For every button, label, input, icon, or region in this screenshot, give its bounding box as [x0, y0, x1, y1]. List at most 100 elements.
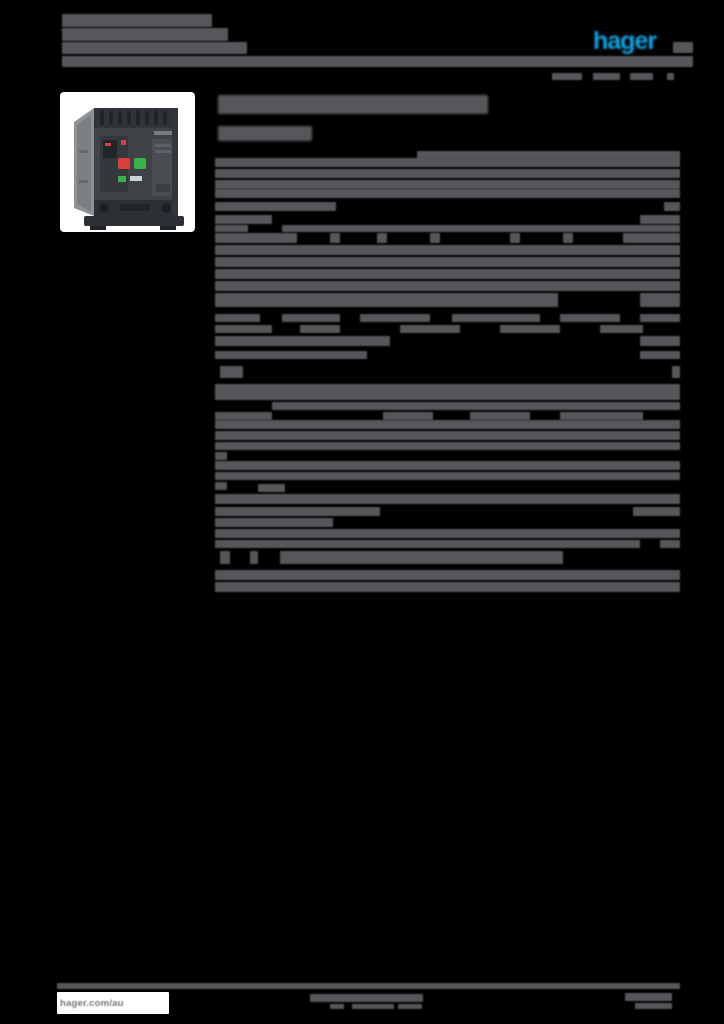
breaker-status-flag: [118, 176, 126, 182]
redacted-table-line: [215, 442, 680, 450]
redacted-logo-mark-line: [673, 42, 693, 53]
redacted-body-line: [215, 245, 680, 255]
hager-logo: hager: [593, 29, 679, 54]
breaker-bolt: [99, 203, 109, 213]
redacted-table-line: [220, 551, 230, 564]
redacted-table-line: [215, 384, 680, 400]
footer-website-link[interactable]: hager.com/au: [57, 992, 169, 1014]
redacted-title-line: [218, 95, 488, 114]
redacted-tagline-line: [552, 73, 582, 80]
breaker-pilot-light: [121, 140, 126, 145]
redacted-table-line: [500, 325, 560, 333]
redacted-table-line: [672, 366, 680, 378]
breaker-panel-line: [155, 144, 171, 147]
redacted-subtitle-line: [218, 126, 312, 141]
breaker-rating-label: [130, 176, 142, 181]
redacted-body-line: [215, 269, 680, 279]
breaker-on-button: [134, 158, 146, 169]
redacted-table-line: [215, 336, 390, 346]
redacted-table-line: [560, 412, 643, 420]
redacted-footer-line: [352, 1004, 394, 1009]
redacted-table-line: [258, 484, 285, 492]
redacted-table-line: [215, 431, 680, 440]
redacted-table-line: [215, 507, 380, 516]
redacted-table-line: [470, 412, 530, 420]
redacted-body-line: [215, 281, 680, 291]
redacted-body-line: [417, 151, 680, 159]
redacted-body-line: [623, 233, 680, 243]
breaker-display-indicator: [105, 143, 111, 146]
redacted-table-line: [215, 325, 272, 333]
redacted-footer-line: [635, 1003, 672, 1009]
redacted-body-line: [215, 180, 680, 189]
redacted-table-line: [300, 325, 340, 333]
breaker-bolt: [161, 203, 171, 213]
redacted-table-line: [215, 570, 680, 580]
redacted-body-line: [664, 202, 680, 211]
redacted-body-line: [282, 225, 680, 232]
breaker-panel-line: [155, 150, 171, 153]
redacted-body-line: [215, 158, 680, 167]
breaker-display: [103, 140, 117, 158]
redacted-table-line: [215, 412, 272, 420]
redacted-table-line: [220, 366, 243, 378]
breaker-side-slot: [79, 150, 88, 153]
air-circuit-breaker-image: [74, 108, 184, 230]
redacted-body-line: [215, 257, 680, 267]
redacted-table-line: [215, 582, 680, 592]
redacted-header-line: [62, 28, 228, 41]
redacted-body-line: [215, 189, 680, 198]
redacted-table-line: [272, 402, 680, 410]
redacted-table-line: [660, 540, 680, 548]
redacted-body-line: [377, 233, 387, 243]
redacted-tagline-line: [630, 73, 653, 80]
redacted-table-line: [215, 494, 680, 504]
redacted-table-line: [282, 314, 340, 322]
redacted-table-line: [633, 507, 680, 516]
redacted-tagline-line: [593, 73, 620, 80]
breaker-edge-shade: [172, 108, 178, 216]
redacted-body-line: [215, 215, 272, 224]
redacted-header-rule-line: [62, 56, 693, 67]
redacted-header-line: [62, 14, 212, 27]
redacted-table-line: [640, 314, 680, 322]
redacted-body-line: [215, 202, 336, 211]
breaker-side-detail: [77, 115, 91, 212]
redacted-body-line: [640, 215, 680, 224]
redacted-tagline-line: [667, 73, 674, 80]
breaker-panel-slot: [156, 184, 170, 192]
redacted-body-line: [510, 233, 520, 243]
redacted-table-line: [560, 314, 620, 322]
redacted-table-line: [640, 351, 680, 359]
redacted-table-line: [215, 540, 640, 548]
redacted-table-line: [383, 412, 433, 420]
redacted-footer-line: [310, 994, 423, 1002]
redacted-body-line: [330, 233, 340, 243]
breaker-mech-slot: [120, 204, 150, 211]
redacted-table-line: [360, 314, 430, 322]
redacted-footer-line: [625, 993, 672, 1001]
redacted-table-line: [215, 482, 227, 490]
hager-logo-text: hager: [593, 27, 657, 55]
redacted-table-line: [215, 518, 333, 527]
redacted-body-line: [563, 233, 573, 243]
redacted-footer-line: [330, 1004, 344, 1009]
footer-link-text[interactable]: hager.com/au: [60, 997, 124, 1009]
redacted-table-line: [215, 472, 680, 480]
redacted-table-line: [215, 314, 260, 322]
redacted-body-line: [215, 169, 680, 178]
redacted-footer-rule-line: [57, 983, 680, 989]
breaker-brand-label: [154, 131, 172, 135]
redacted-body-line: [215, 225, 248, 232]
redacted-table-line: [215, 529, 680, 538]
redacted-header-line: [62, 42, 247, 54]
breaker-base: [84, 216, 184, 226]
redacted-table-line: [215, 452, 227, 460]
redacted-table-line: [452, 314, 540, 322]
breaker-foot: [160, 226, 176, 230]
breaker-foot: [90, 226, 106, 230]
redacted-table-line: [215, 351, 367, 359]
redacted-table-line: [600, 325, 643, 333]
redacted-table-line: [215, 461, 680, 470]
